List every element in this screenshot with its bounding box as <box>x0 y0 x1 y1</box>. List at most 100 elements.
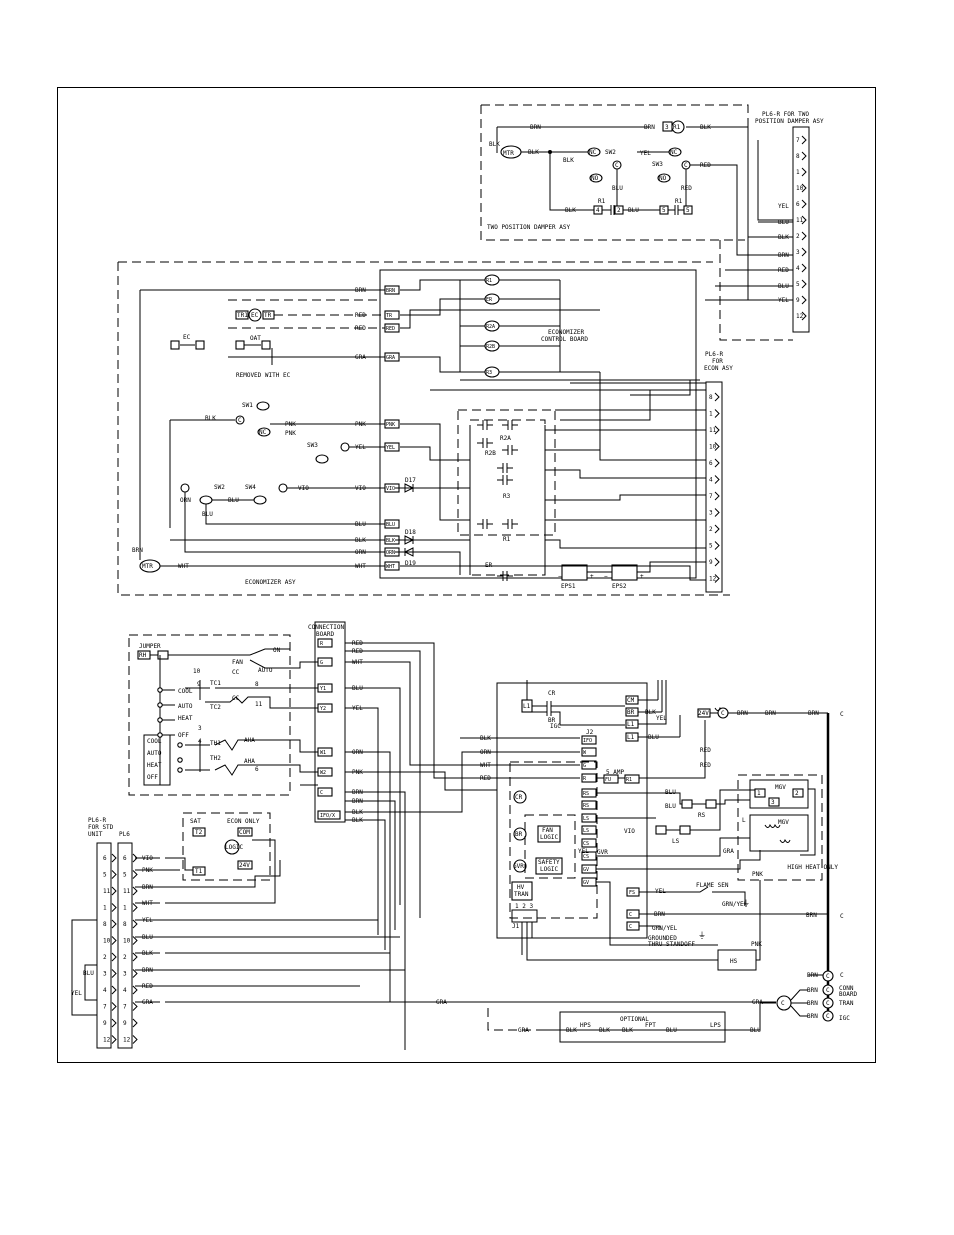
plug-pin-number: 7 <box>796 137 800 144</box>
board-route <box>637 561 706 573</box>
std-pin-right: 11 <box>123 888 131 895</box>
damper-label-blu: BLU <box>612 185 623 192</box>
std-plug-yel: YEL <box>71 990 82 997</box>
cb-wire <box>345 687 401 905</box>
cb-terminal-label: W1 <box>320 750 326 756</box>
std-plug-title-2: FOR STD <box>88 824 114 831</box>
stat-num: 8 <box>255 681 259 688</box>
coil-bus <box>459 280 700 381</box>
eps2-minus: − <box>604 573 608 580</box>
r-terminal <box>624 774 640 784</box>
igc-terminal-label: LS <box>583 816 589 822</box>
std-plug-title-1: PL6-R <box>88 817 106 824</box>
board-route <box>400 446 470 461</box>
board-title-1: ECONOMIZER <box>548 329 585 336</box>
sw4-c <box>278 483 288 493</box>
optional-dash <box>487 1008 560 1031</box>
damper-plug-blu-2: BLU <box>778 283 789 290</box>
gas-controls-section: RED RED 24V C BRN BRN BRN C C C MGV 1 2 … <box>521 706 844 1020</box>
igc-terminal-label: R <box>583 776 587 782</box>
econ-plug-title-3: ECON ASY <box>704 365 733 372</box>
gas-wire <box>639 925 661 930</box>
sw2-nc <box>199 495 213 505</box>
std-pin-left: 7 <box>103 1004 107 1011</box>
igc-terminal <box>581 800 597 810</box>
board-route <box>400 423 470 521</box>
fuse-label: FU <box>605 777 611 783</box>
gas-brn-1: BRN <box>737 710 748 717</box>
std-pin-chevron <box>111 870 138 879</box>
plug-pin-number: 11 <box>709 427 717 434</box>
damper-label-blk-4: BLK <box>563 157 574 164</box>
ls-t2 <box>679 825 691 835</box>
ground-c-label: C <box>781 1000 785 1007</box>
damper-plug-body <box>792 126 810 333</box>
aha-label-2: AHA <box>244 758 255 765</box>
br-top-label: BR <box>548 717 556 724</box>
econ-brn-wire <box>139 289 385 560</box>
damper-r1-contact-b <box>668 205 684 215</box>
stat-on-label: ON <box>273 647 281 654</box>
sat-24v <box>237 860 253 870</box>
damper-plug-title-1: PL6-R FOR TWO <box>762 111 809 118</box>
ground-symbol: ⏚ <box>698 931 706 940</box>
sat-label: SAT <box>190 818 201 825</box>
std-wire-run <box>165 857 281 888</box>
gas-wires: ⏚⏚ <box>521 720 828 1017</box>
std-pin-right: 5 <box>123 872 127 879</box>
gas-c-right-1: C <box>840 711 844 718</box>
damper-t2-label: 2 <box>617 207 621 214</box>
ec-t2 <box>195 340 205 350</box>
d17-label: D17 <box>405 477 416 484</box>
damper-sw3-c-label: C <box>684 162 688 169</box>
plug-pin-chevron <box>801 183 807 193</box>
std-pin-chevron <box>111 1018 138 1028</box>
plug-pin-chevron <box>714 442 720 451</box>
econ-label-blu-3: BLU <box>355 521 366 528</box>
damper-t3-num: 3 <box>665 124 669 131</box>
cb-terminal-label: Y1 <box>320 686 326 692</box>
damper-sw3-no <box>657 173 671 183</box>
r3-contact-label: R3 <box>503 493 511 500</box>
damper-t5b <box>683 205 693 215</box>
std-plug-right <box>117 842 133 1049</box>
high-heat-only: HIGH HEAT ONLY <box>787 864 838 871</box>
grounded-1: GROUNDED <box>648 935 677 942</box>
plug-pin-chevron <box>714 392 720 402</box>
sat-t2-label: T2 <box>195 829 203 836</box>
econ-motor-label: MTR <box>142 563 153 570</box>
plug-pin-chevron <box>801 167 807 177</box>
damper-sw3-nc <box>668 147 682 157</box>
econ-plug-body <box>705 381 723 593</box>
std-pin-right: 10 <box>123 938 131 945</box>
econ-label-blu: BLU <box>228 497 239 504</box>
igc-terminal-label: LS <box>583 828 589 834</box>
econ-connector-label: TR <box>386 313 393 319</box>
std-plug-title-4: PL6 <box>119 831 130 838</box>
plug-pin-chevron <box>714 475 720 484</box>
gas-red-label-2: RED <box>700 762 711 769</box>
gas-pnk: PNK <box>752 871 763 878</box>
hs-label: HS <box>730 958 738 965</box>
std-pin-chevron <box>111 1002 138 1011</box>
igc-terminal <box>581 825 597 835</box>
std-pin-chevron <box>111 969 138 978</box>
damper-plug-title-2: POSITION DAMPER ASY <box>755 118 824 125</box>
damper-label-red-2: RED <box>681 185 692 192</box>
plug-pin-number: 7 <box>709 493 713 500</box>
ground-c <box>776 995 792 1011</box>
two-position-damper-section: TWO POSITION DAMPER ASY PL6-R FOR TWO PO… <box>480 104 824 341</box>
fuse-label: 5 AMP <box>606 769 624 776</box>
cb-terminal <box>317 638 333 648</box>
econ-connector-label: BRN <box>386 288 395 294</box>
econ-label-brn: BRN <box>355 287 366 294</box>
mode-auto: AUTO <box>147 750 162 757</box>
l2-label: L1 <box>627 721 635 728</box>
gb-brn: BRN <box>807 987 818 994</box>
igc-terminal <box>581 735 597 745</box>
board-route <box>400 279 460 291</box>
damper-r1-contact <box>602 205 620 215</box>
fan-logic <box>537 825 561 843</box>
plug-pin-number: 9 <box>709 559 713 566</box>
safety-logic-1: SAFETY <box>538 859 560 866</box>
